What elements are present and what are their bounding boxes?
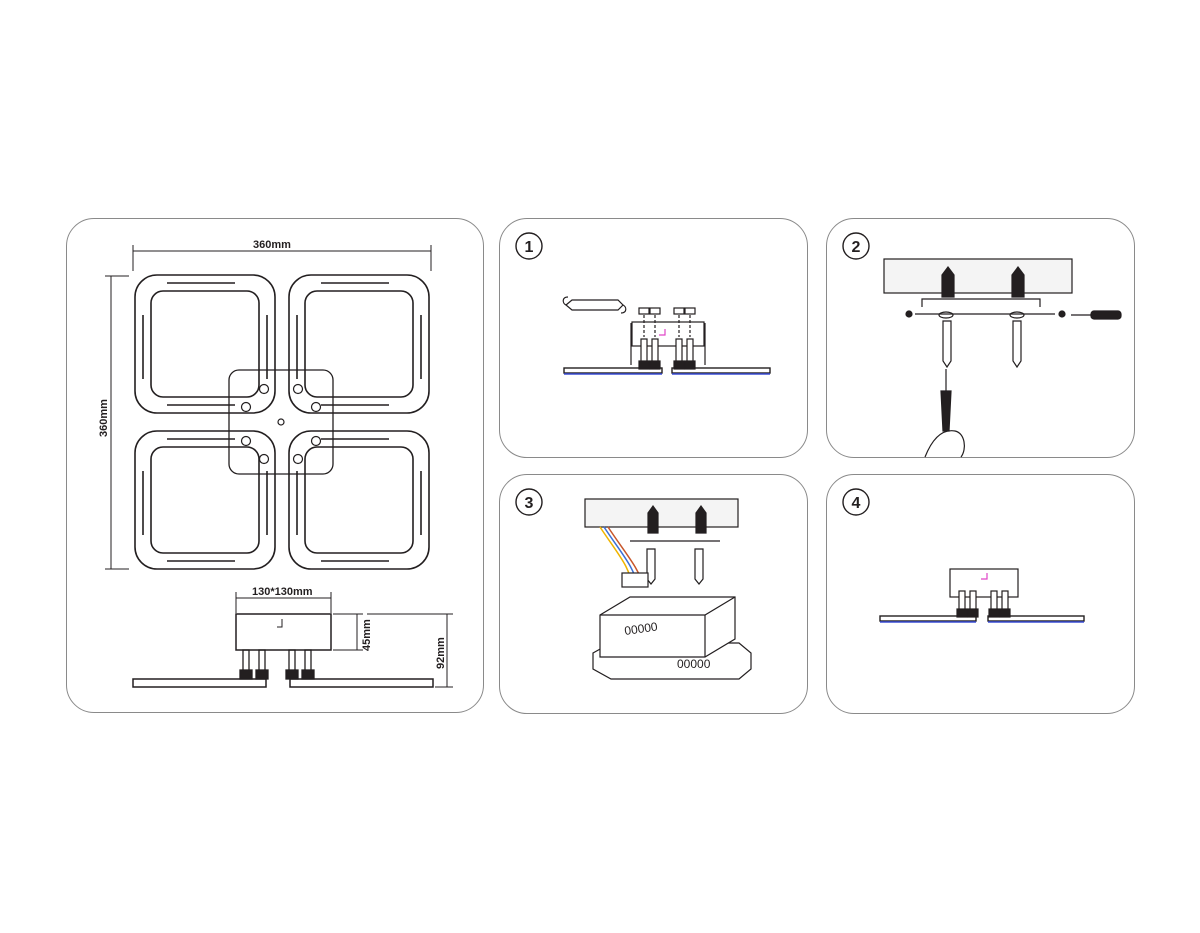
step-3-drawing: 3 00000 00000 — [515, 488, 752, 680]
module-top-right — [288, 274, 430, 414]
width-label: 360mm — [253, 239, 291, 251]
screwdriver-icon — [940, 310, 1122, 432]
lamp-modules — [134, 274, 430, 570]
wall-anchor-icon — [941, 266, 1025, 298]
hand-icon — [924, 430, 965, 458]
step-1-panel: 1 — [499, 218, 808, 458]
mounting-plate — [228, 369, 334, 475]
ceiling-block — [883, 258, 1073, 294]
side-view-panel-left — [132, 678, 267, 688]
step-1-badge — [515, 232, 543, 260]
step-2-drawing: 2 — [842, 232, 1122, 458]
terminal-block-icon — [621, 572, 649, 588]
vent-marks-front: 00000 — [677, 657, 711, 671]
step-3-panel: 3 00000 00000 — [499, 474, 808, 714]
height-label: 360mm — [98, 399, 110, 437]
total-height-label: 92mm — [435, 637, 447, 669]
mounting-bracket — [921, 298, 1041, 307]
step-4-panel: 4 — [826, 474, 1135, 714]
mounting-holes — [240, 383, 322, 465]
side-view-panel-right — [289, 678, 434, 688]
step-4-badge — [842, 488, 870, 516]
step-4-box — [949, 568, 1019, 598]
step-3-number: 3 — [525, 495, 534, 512]
screw-icon — [942, 320, 1022, 369]
junction-box — [599, 596, 736, 658]
step-1-nuts — [638, 307, 696, 337]
step-2-number: 2 — [852, 239, 861, 256]
side-view-posts — [239, 649, 315, 680]
step-4-drawing: 4 — [842, 488, 1085, 623]
step-1-number: 1 — [525, 239, 534, 256]
step-1-drawing: 1 — [515, 232, 771, 375]
step-1-panel-right — [671, 367, 771, 374]
step-2-badge — [842, 232, 870, 260]
step-4-panel-right — [987, 615, 1085, 622]
dimensions-drawing: 360mm 360mm — [98, 239, 453, 688]
dimensions-panel: 360mm 360mm — [66, 218, 484, 713]
step-4-panel-left — [879, 615, 977, 622]
step-4-number: 4 — [852, 495, 861, 512]
module-bottom-right — [288, 430, 430, 570]
vent-marks-left: 00000 — [623, 619, 658, 638]
module-top-left — [134, 274, 276, 414]
step-1-panel-left — [563, 367, 663, 374]
step-3-badge — [515, 488, 543, 516]
side-view-box — [235, 613, 332, 651]
wrench-icon — [562, 296, 627, 314]
box-height-label: 45mm — [361, 619, 373, 651]
step-3-ceiling-block — [584, 498, 739, 528]
box-size-label: 130*130mm — [252, 586, 313, 598]
module-bottom-left — [134, 430, 276, 570]
step-2-panel: 2 — [826, 218, 1135, 458]
